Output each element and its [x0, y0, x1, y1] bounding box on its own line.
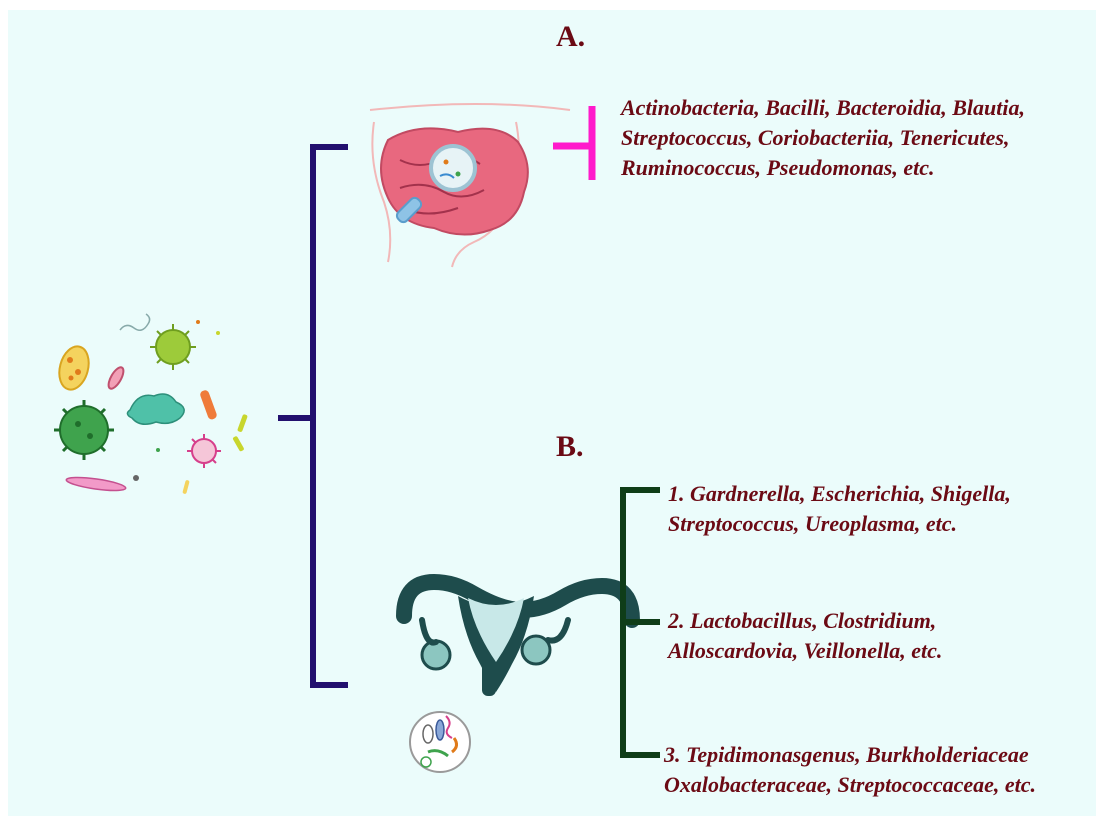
diagram-canvas: A. Actinobacteria, Bacilli, Bacteroidia,…	[8, 10, 1096, 816]
group-2-line-1: 2. Lactobacillus, Clostridium,	[668, 606, 942, 636]
section-b-group-2: 2. Lactobacillus, Clostridium, Alloscard…	[668, 606, 942, 666]
main-bracket	[278, 147, 348, 685]
section-b-group-3: 3. Tepidimonasgenus, Burkholderiaceae Ox…	[664, 740, 1036, 800]
group-3-line-1: 3. Tepidimonasgenus, Burkholderiaceae	[664, 740, 1036, 770]
sub-bracket	[620, 490, 660, 755]
inhibition-bar	[553, 106, 592, 180]
uterus-icon	[404, 582, 632, 696]
section-b-group-1: 1. Gardnerella, Escherichia, Shigella, S…	[668, 479, 1011, 539]
section-a-line-1: Actinobacteria, Bacilli, Bacteroidia, Bl…	[621, 93, 1025, 123]
intestine-with-magnifier-icon	[370, 104, 570, 267]
group-1-line-1: 1. Gardnerella, Escherichia, Shigella,	[668, 479, 1011, 509]
section-a-taxa: Actinobacteria, Bacilli, Bacteroidia, Bl…	[621, 93, 1025, 183]
section-b-label: B.	[556, 430, 584, 464]
bacteria-dish-icon	[410, 712, 470, 772]
group-2-line-2: Alloscardovia, Veillonella, etc.	[668, 636, 942, 666]
group-1-line-2: Streptococcus, Ureoplasma, etc.	[668, 509, 1011, 539]
section-a-label: A.	[556, 20, 585, 54]
section-a-line-2: Streptococcus, Coriobacteriia, Tenericut…	[621, 123, 1025, 153]
microbes-cluster-icon	[54, 314, 248, 494]
section-a-line-3: Ruminococcus, Pseudomonas, etc.	[621, 153, 1025, 183]
group-3-line-2: Oxalobacteraceae, Streptococcaceae, etc.	[664, 770, 1036, 800]
